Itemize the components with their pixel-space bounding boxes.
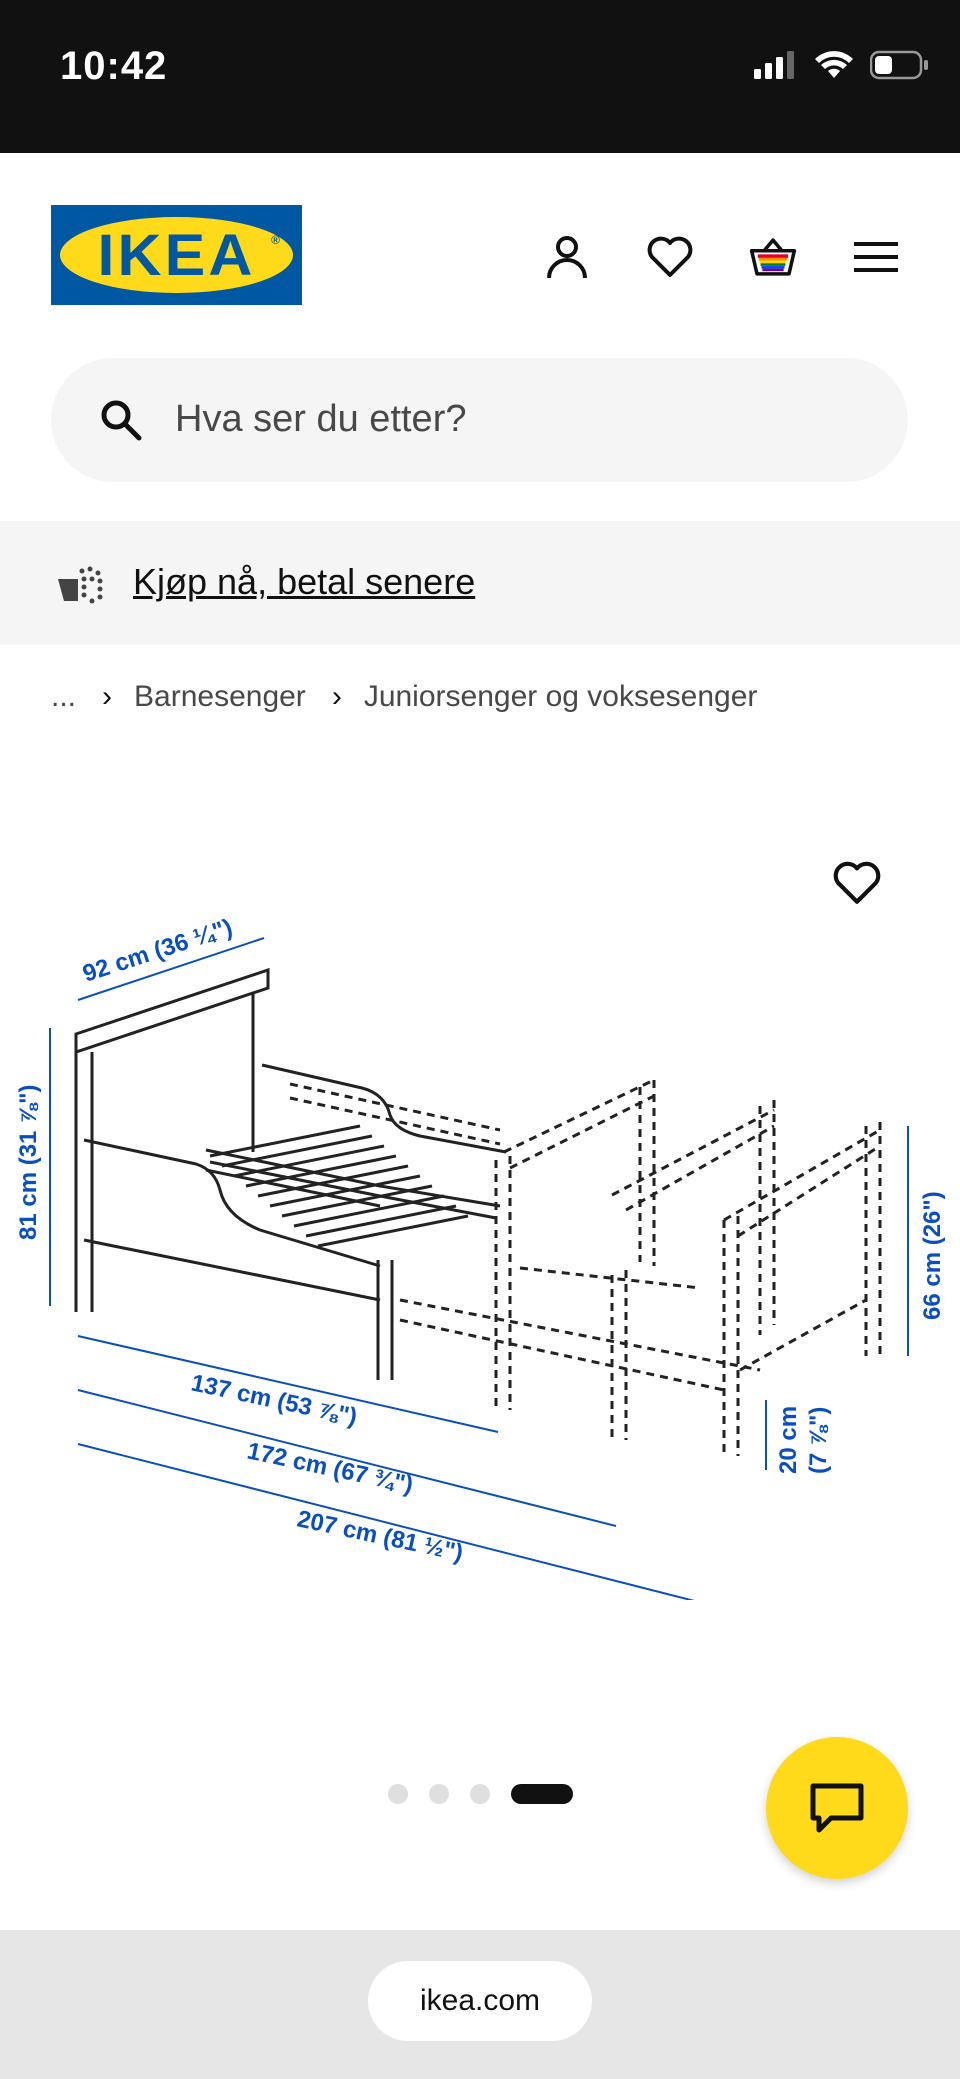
breadcrumb: ... › Barnesenger › Juniorsenger og voks… xyxy=(51,680,757,714)
carousel-dot[interactable] xyxy=(470,1784,490,1804)
account-button[interactable] xyxy=(543,233,591,281)
cart-button[interactable] xyxy=(749,233,797,281)
logo-registered-mark: ® xyxy=(271,233,280,247)
product-dimension-diagram[interactable]: 92 cm (36 ¼") 81 cm (31 ⅞") 137 cm (53 ⅞… xyxy=(0,900,960,1600)
promo-banner: Kjøp nå, betal senere xyxy=(0,521,960,645)
search-input[interactable]: Hva ser du etter? xyxy=(175,398,467,440)
carousel-dot-active[interactable] xyxy=(511,1784,573,1804)
gap-label-inch: (7 ⅞") xyxy=(805,1407,832,1474)
chevron-right-icon: › xyxy=(102,680,113,713)
carousel-dot[interactable] xyxy=(429,1784,449,1804)
breadcrumb-item-barnesenger[interactable]: Barnesenger xyxy=(134,680,306,713)
signal-icon xyxy=(754,51,794,79)
pay-later-icon xyxy=(58,566,103,604)
user-icon xyxy=(547,236,587,279)
height-dimension-label: 81 cm (31 ⅞") xyxy=(15,1085,42,1240)
status-bar: 10:42 xyxy=(0,0,960,153)
site-header: IKEA ® xyxy=(0,153,960,353)
breadcrumb-item-juniorsenger[interactable]: Juniorsenger og voksesenger xyxy=(363,680,758,713)
gap-label-cm: 20 cm xyxy=(775,1406,802,1474)
carousel-indicator xyxy=(388,1784,573,1804)
product-favourite-icon[interactable] xyxy=(832,860,882,906)
browser-url-bar[interactable]: ikea.com xyxy=(368,1961,592,2041)
search-icon xyxy=(101,400,142,441)
dimension-lines xyxy=(49,937,909,1600)
battery-icon xyxy=(870,50,928,80)
bed-drawing xyxy=(74,967,882,1456)
hamburger-icon xyxy=(854,242,898,272)
breadcrumb-ellipsis[interactable]: ... xyxy=(51,680,77,713)
logo-text: IKEA xyxy=(97,222,256,288)
search-bar[interactable]: Hva ser du etter? xyxy=(51,358,908,482)
chat-button[interactable] xyxy=(766,1737,908,1879)
menu-button[interactable] xyxy=(852,233,900,281)
length-172-label: 172 cm (67 ¾") xyxy=(245,1437,416,1499)
favourites-button[interactable] xyxy=(646,233,694,281)
browser-bottom-bar: ikea.com xyxy=(0,1930,960,2079)
pay-later-link[interactable]: Kjøp nå, betal senere xyxy=(133,561,476,602)
basket-icon xyxy=(749,238,797,276)
side-height-label: 66 cm (26") xyxy=(919,1191,946,1320)
ikea-logo[interactable]: IKEA ® xyxy=(51,205,302,305)
status-time: 10:42 xyxy=(60,44,168,88)
heart-icon xyxy=(647,236,693,277)
wifi-icon xyxy=(815,51,853,78)
bed-slats xyxy=(209,1124,469,1248)
chevron-right-icon: › xyxy=(331,680,342,713)
carousel-dot[interactable] xyxy=(388,1784,408,1804)
chat-icon xyxy=(810,1783,864,1833)
status-icons xyxy=(754,50,930,80)
header-actions xyxy=(543,233,900,281)
length-137-label: 137 cm (53 ⅞") xyxy=(189,1369,360,1431)
length-207-label: 207 cm (81 ½") xyxy=(295,1505,466,1567)
width-dimension-label: 92 cm (36 ¼") xyxy=(80,914,236,988)
